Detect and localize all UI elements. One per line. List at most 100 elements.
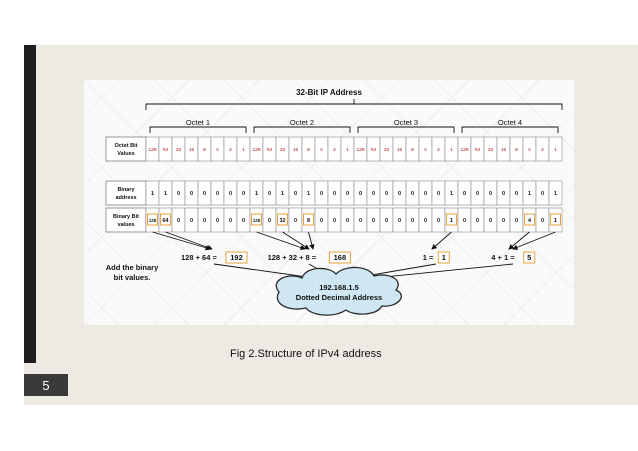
- binary-digit: 0: [502, 191, 505, 197]
- bit-highlight: [160, 213, 171, 226]
- bit-value: 0: [489, 218, 492, 224]
- octet-brace: [253, 126, 351, 133]
- bit-value: 0: [411, 218, 414, 224]
- weight-value: 128: [148, 147, 156, 153]
- bit-value: 0: [372, 218, 375, 224]
- row-label: values: [117, 222, 134, 228]
- weight-value: 8: [203, 147, 206, 153]
- bit-arrow: [256, 231, 306, 251]
- binary-digit: 0: [476, 191, 479, 197]
- weight-value: 4: [320, 147, 323, 153]
- binary-digit: 1: [281, 191, 284, 197]
- weight-value: 1: [450, 147, 453, 153]
- row-label: Binary Bit: [113, 214, 139, 220]
- sum-expression: 1 =: [423, 253, 434, 262]
- weight-value: 64: [163, 147, 169, 153]
- weight-value: 32: [384, 147, 390, 153]
- sum-expression: 128 + 64 =: [181, 253, 217, 262]
- weight-value: 4: [216, 147, 219, 153]
- sum-result: 1: [442, 253, 446, 262]
- binary-digit: 0: [190, 191, 193, 197]
- binary-digit: 0: [294, 191, 297, 197]
- weight-cell: [548, 136, 563, 162]
- slide-number: 5: [42, 377, 50, 393]
- bit-value: 0: [437, 218, 440, 224]
- bit-value: 0: [229, 218, 232, 224]
- octet-brace: [357, 126, 455, 133]
- bit-highlight: [446, 213, 457, 226]
- slide-number-badge: 5: [24, 374, 68, 396]
- binary-digit: 0: [320, 191, 323, 197]
- bit-value: 0: [424, 218, 427, 224]
- weight-value: 8: [411, 147, 414, 153]
- binary-digit: 0: [346, 191, 349, 197]
- weight-value: 1: [346, 147, 349, 153]
- weight-value: 2: [333, 147, 336, 153]
- row-label-box: [105, 136, 147, 162]
- binary-digit: 0: [216, 191, 219, 197]
- diagram-title: 32-Bit IP Address: [296, 88, 362, 97]
- weight-value: 2: [541, 147, 544, 153]
- bit-value: 0: [515, 218, 518, 224]
- row-label: Octet Bit: [115, 143, 138, 149]
- binary-digit: 0: [437, 191, 440, 197]
- bit-arrow: [282, 231, 310, 250]
- row-label: Values: [117, 151, 134, 157]
- bit-value: 0: [541, 218, 544, 224]
- weight-value: 32: [280, 147, 286, 153]
- weight-value: 32: [488, 147, 494, 153]
- binary-digit: 0: [242, 191, 245, 197]
- octet-label: Octet 4: [498, 118, 522, 127]
- binary-digit: 0: [229, 191, 232, 197]
- row-label: address: [115, 195, 136, 201]
- weight-value: 128: [460, 147, 468, 153]
- octet-brace: [149, 126, 247, 133]
- bit-value: 0: [385, 218, 388, 224]
- weight-value: 8: [515, 147, 518, 153]
- sum-result: 192: [230, 253, 243, 262]
- row-label-box: [105, 180, 147, 206]
- bit-value: 64: [162, 218, 169, 224]
- bit-value: 0: [476, 218, 479, 224]
- weight-value: 16: [397, 147, 403, 153]
- weight-value: 16: [189, 147, 195, 153]
- bit-arrow: [308, 231, 315, 250]
- binary-digit: 1: [164, 191, 167, 197]
- binary-digit: 0: [463, 191, 466, 197]
- sum-result-box: [328, 251, 351, 264]
- binary-digit: 1: [554, 191, 557, 197]
- weight-value: 16: [501, 147, 507, 153]
- octet-brace: [461, 126, 559, 133]
- bit-arrow: [152, 231, 211, 251]
- bit-highlight: [303, 213, 314, 226]
- bit-value: 0: [242, 218, 245, 224]
- bit-value: 0: [177, 218, 180, 224]
- bit-value: 0: [398, 218, 401, 224]
- binary-digit: 0: [489, 191, 492, 197]
- bit-value: 0: [320, 218, 323, 224]
- octet-label: Octet 1: [186, 118, 210, 127]
- sum-result: 5: [527, 253, 531, 262]
- bit-highlight: [251, 213, 262, 226]
- bit-value: 8: [307, 218, 310, 224]
- figure-caption: Fig 2.Structure of IPv4 address: [230, 348, 382, 360]
- binary-digit: 0: [203, 191, 206, 197]
- binary-digit: 0: [515, 191, 518, 197]
- binary-digit: 0: [359, 191, 362, 197]
- bit-value: 0: [203, 218, 206, 224]
- binary-digit: 0: [372, 191, 375, 197]
- weight-value: 128: [356, 147, 364, 153]
- binary-cell: [548, 180, 563, 206]
- binary-digit: 0: [424, 191, 427, 197]
- bit-value: 0: [294, 218, 297, 224]
- row-label-box: [105, 207, 147, 233]
- bit-arrow: [431, 231, 452, 250]
- bit-highlight: [277, 213, 288, 226]
- weight-value: 32: [176, 147, 182, 153]
- binary-digit: 1: [307, 191, 310, 197]
- weight-value: 4: [424, 147, 427, 153]
- dotted-address: 192.168.1.5: [319, 283, 359, 292]
- octet-label: Octet 2: [290, 118, 314, 127]
